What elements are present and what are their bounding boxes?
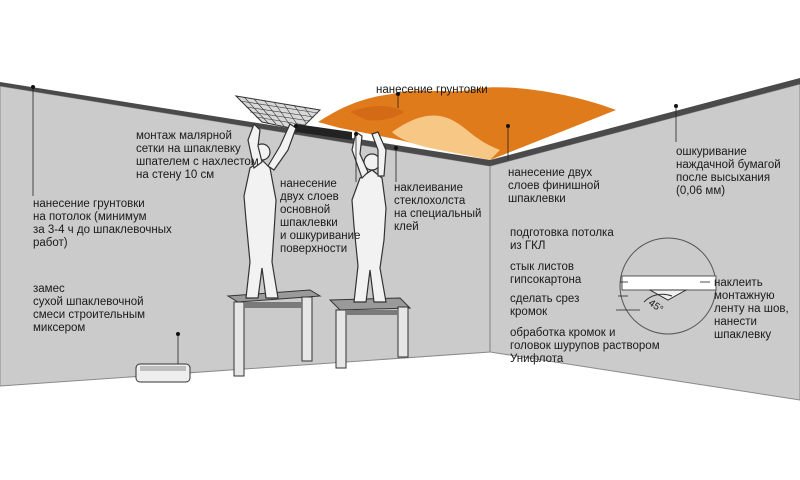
ceiling-edge bbox=[0, 78, 800, 166]
label-bevel: сделать срез кромок bbox=[510, 293, 580, 318]
mesh-grid bbox=[239, 96, 319, 130]
label-tape: наклеить монтажную ленту на шов, нанести… bbox=[714, 277, 789, 341]
trowel-strip bbox=[296, 124, 352, 140]
joint-detail bbox=[619, 237, 717, 335]
leader-lines bbox=[32, 87, 710, 364]
putty-layer-orange bbox=[318, 87, 616, 160]
putty-layer-light bbox=[392, 115, 500, 160]
label-edge-treatment: обработка кромок и головок шурупов раств… bbox=[510, 327, 660, 365]
label-joint: стык листов гипсокартона bbox=[510, 261, 582, 286]
label-mixing: замес сухой шпаклевочной смеси строитель… bbox=[33, 283, 146, 334]
label-two-finish-layers: нанесение двух слоев финишной шпаклевки bbox=[508, 167, 600, 205]
label-primer-ceiling: нанесение грунтовки bbox=[376, 84, 488, 96]
label-mesh-mounting: монтаж малярной сетки на шпаклевку шпате… bbox=[136, 130, 259, 181]
label-glass-fabric: наклеивание стеклохолста на специальный … bbox=[394, 182, 482, 233]
worker-left bbox=[243, 122, 297, 299]
label-gkl-prep: подготовка потолка из ГКЛ bbox=[510, 227, 614, 252]
label-primer-wait: нанесение грунтовки на потолок (минимум … bbox=[33, 198, 172, 249]
label-sanding: ошкуривание наждачной бумагой после высы… bbox=[676, 146, 781, 197]
platform-right bbox=[328, 297, 412, 369]
mixing-bucket bbox=[135, 363, 191, 383]
leader-dots bbox=[31, 85, 678, 336]
putty-highlight bbox=[350, 106, 404, 121]
label-two-base-layers: нанесение двух слоев основной шпаклевки … bbox=[280, 178, 361, 255]
